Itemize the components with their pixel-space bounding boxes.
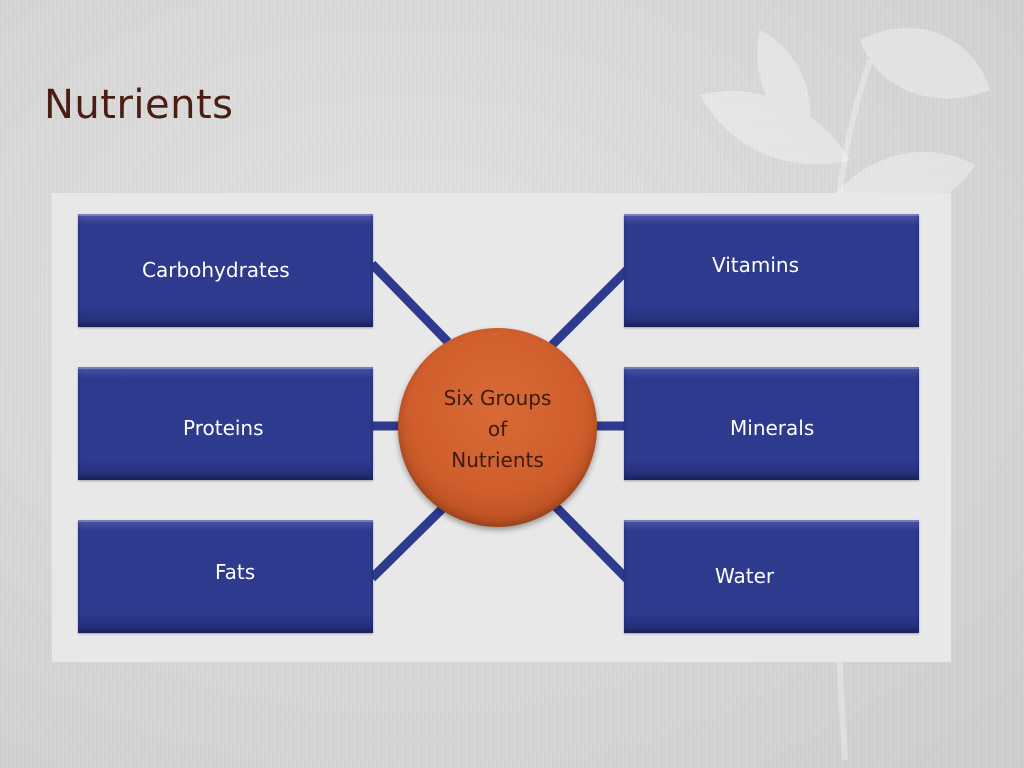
connector-lines bbox=[368, 260, 631, 583]
node-label-minerals: Minerals bbox=[730, 416, 815, 440]
connector-carbohydrates bbox=[368, 260, 452, 346]
connector-water bbox=[550, 501, 631, 583]
hub-label-line: Six Groups bbox=[443, 386, 552, 410]
node-label-proteins: Proteins bbox=[183, 416, 264, 440]
hub-label: Six Groups of Nutrients bbox=[398, 383, 597, 476]
node-proteins: Proteins bbox=[78, 367, 373, 480]
hub-label-line: Nutrients bbox=[451, 448, 544, 472]
connector-vitamins bbox=[548, 266, 631, 349]
node-water: Water bbox=[624, 520, 919, 633]
node-label-vitamins: Vitamins bbox=[712, 253, 800, 277]
hub-label-line: of bbox=[487, 417, 508, 441]
node-carbohydrates: Carbohydrates bbox=[78, 214, 373, 327]
connector-fats bbox=[368, 503, 448, 582]
node-fats: Fats bbox=[78, 520, 373, 633]
node-vitamins: Vitamins bbox=[624, 214, 919, 327]
hub-circle: Six Groups of Nutrients bbox=[398, 328, 597, 527]
node-minerals: Minerals bbox=[624, 367, 919, 480]
node-label-fats: Fats bbox=[215, 560, 256, 584]
diagram-panel: Carbohydrates Proteins Fats Vitamins Min… bbox=[52, 193, 951, 662]
slide-title: Nutrients bbox=[44, 82, 234, 128]
node-label-carbohydrates: Carbohydrates bbox=[142, 258, 290, 282]
node-label-water: Water bbox=[715, 564, 775, 588]
